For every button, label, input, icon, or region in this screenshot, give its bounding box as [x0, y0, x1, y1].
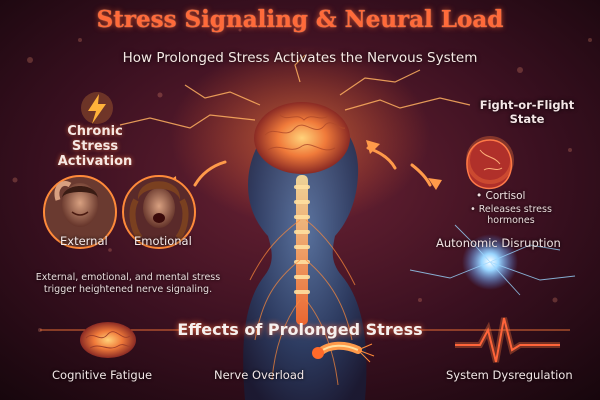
fight-or-flight-heading: Fight-or-Flight State [479, 98, 575, 126]
effects-heading: Effects of Prolonged Stress [177, 320, 423, 339]
external-stress-portrait [43, 175, 117, 249]
adrenal-gland-icon [466, 136, 514, 190]
external-label: External [60, 234, 108, 248]
page-title: Stress Signaling & Neural Load [96, 6, 504, 33]
chronic-stress-heading: Chronic Stress Activation [57, 124, 133, 169]
emotional-label: Emotional [134, 234, 192, 248]
nerve-fiber-icon [312, 341, 375, 363]
stress-caption: External, emotional, and mental stress t… [35, 272, 221, 295]
effect-nerve-overload: Nerve Overload [214, 368, 305, 382]
heartbeat-wave-icon [455, 317, 560, 363]
page-subtitle: How Prolonged Stress Activates the Nervo… [122, 50, 478, 66]
effect-system-dysregulation: System Dysregulation [446, 368, 573, 382]
autonomic-disruption-label: Autonomic Disruption [436, 236, 561, 250]
effect-cognitive-fatigue: Cognitive Fatigue [52, 368, 153, 382]
hormones-bullet: • Releases stress hormones [470, 204, 552, 226]
human-figure [243, 102, 367, 400]
cortisol-bullet: • Cortisol [476, 190, 526, 202]
brain-icon [80, 322, 136, 358]
lightning-bolt-icon [81, 92, 113, 124]
emotional-stress-portrait [122, 175, 196, 249]
